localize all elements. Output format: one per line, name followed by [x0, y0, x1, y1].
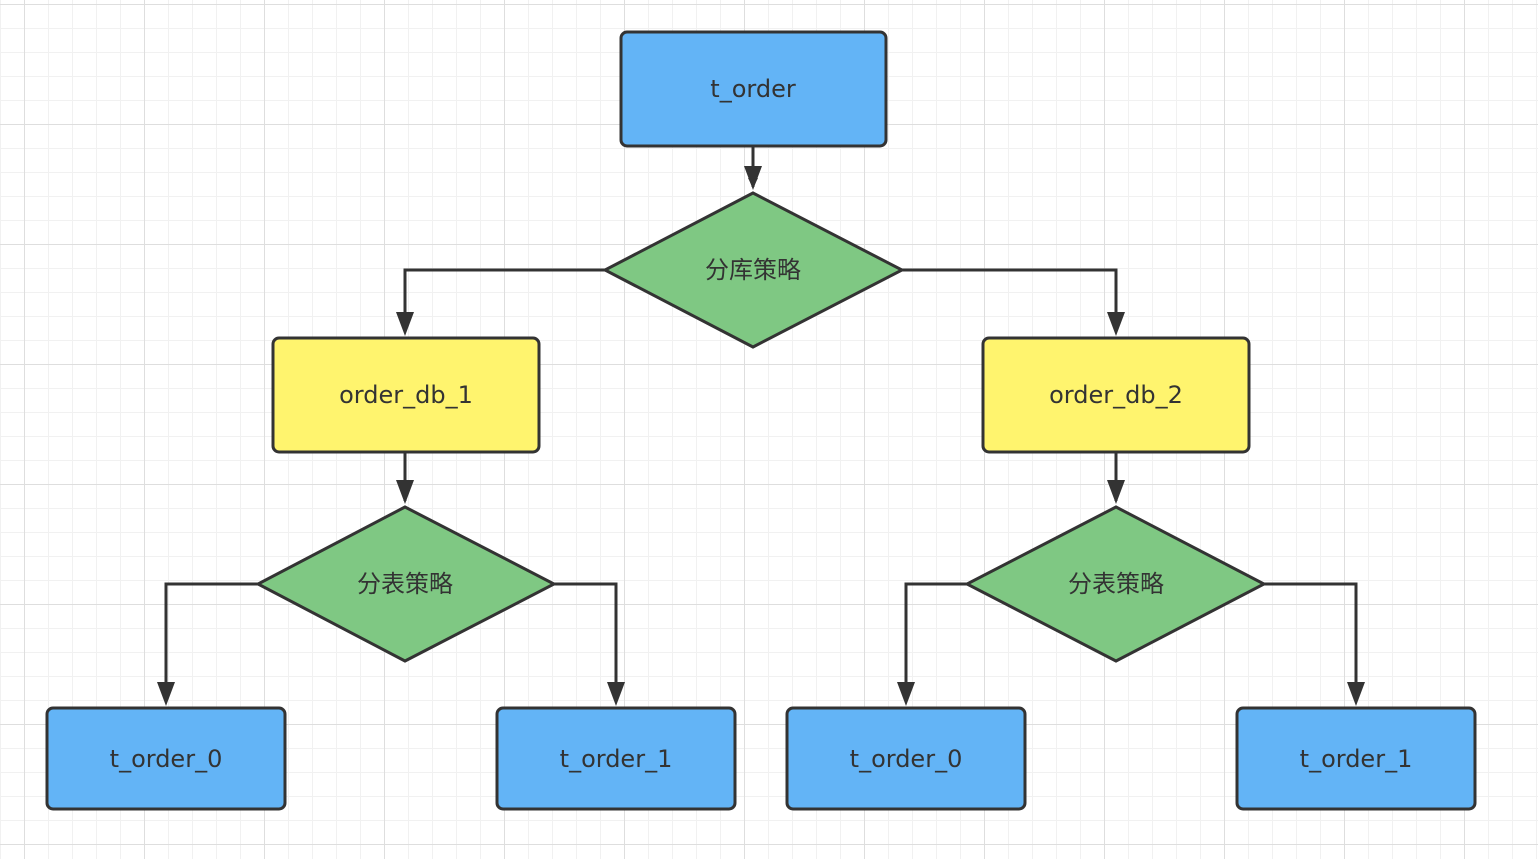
node-t-order-box	[619, 30, 888, 148]
node-db1-t-order-0-label: t_order_0	[110, 745, 223, 773]
node-table-strategy-1-diamond	[254, 505, 558, 663]
node-db2-t-order-0[interactable]: t_order_0	[785, 706, 1027, 811]
arrowheads	[157, 166, 1365, 706]
node-db1-t-order-1-box	[495, 706, 737, 811]
node-db1-t-order-0[interactable]: t_order_0	[45, 706, 287, 811]
edge-table-strategy-1-to-t-order-1	[554, 582, 618, 702]
node-table-strategy-2[interactable]: 分表策略	[963, 505, 1268, 663]
node-db-strategy-diamond	[601, 191, 906, 349]
node-db2-t-order-1-box	[1235, 706, 1477, 811]
edge-db-strategy-to-order-db-1	[403, 268, 605, 332]
node-order-db-2-box	[981, 336, 1251, 454]
node-t-order-label: t_order	[710, 75, 796, 103]
arrowhead-db-strategy	[744, 166, 762, 190]
node-db2-t-order-1[interactable]: t_order_1	[1235, 706, 1477, 811]
node-table-strategy-1-label: 分表策略	[357, 570, 453, 598]
arrowhead-db1-t-order-1	[607, 682, 625, 706]
arrowhead-db2-t-order-0	[897, 682, 915, 706]
edge-db-strategy-to-order-db-2	[902, 268, 1118, 332]
edge-table-strategy-2-to-t-order-1	[1264, 582, 1358, 702]
arrowhead-db1-t-order-0	[157, 682, 175, 706]
node-db1-t-order-1[interactable]: t_order_1	[495, 706, 737, 811]
arrowhead-order-db-2	[1107, 312, 1125, 336]
arrowhead-db2-t-order-1	[1347, 682, 1365, 706]
node-order-db-1-box	[271, 336, 541, 454]
node-order-db-1[interactable]: order_db_1	[271, 336, 541, 454]
node-db1-t-order-1-label: t_order_1	[560, 745, 673, 773]
node-db2-t-order-1-label: t_order_1	[1300, 745, 1413, 773]
arrowhead-order-db-1	[396, 312, 414, 336]
arrowhead-table-strategy-1	[396, 480, 414, 504]
node-table-strategy-2-diamond	[963, 505, 1268, 663]
node-t-order[interactable]: t_order	[619, 30, 888, 148]
node-table-strategy-1[interactable]: 分表策略	[254, 505, 558, 663]
node-db2-t-order-0-box	[785, 706, 1027, 811]
node-db-strategy-label: 分库策略	[705, 256, 801, 284]
connectors	[164, 147, 1358, 702]
edge-table-strategy-2-to-t-order-0	[904, 582, 967, 702]
node-db2-t-order-0-label: t_order_0	[850, 745, 963, 773]
node-db1-t-order-0-box	[45, 706, 287, 811]
edge-table-strategy-1-to-t-order-0	[164, 582, 258, 702]
node-order-db-1-label: order_db_1	[339, 381, 473, 409]
node-table-strategy-2-label: 分表策略	[1068, 570, 1164, 598]
node-db-strategy[interactable]: 分库策略	[601, 191, 906, 349]
node-order-db-2-label: order_db_2	[1049, 381, 1183, 409]
arrowhead-table-strategy-2	[1107, 480, 1125, 504]
node-order-db-2[interactable]: order_db_2	[981, 336, 1251, 454]
